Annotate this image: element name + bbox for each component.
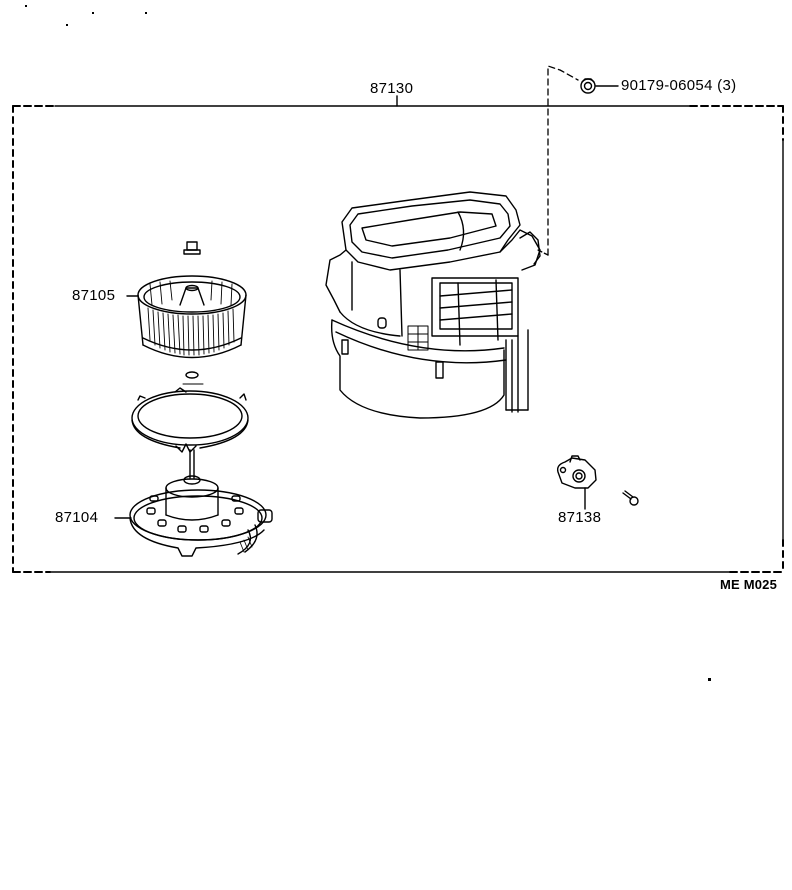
assembly-boundary <box>12 105 784 573</box>
blower-motor-drawing <box>129 449 273 557</box>
blower-housing-drawing <box>325 191 541 419</box>
assembly-label: 87130 <box>370 80 414 97</box>
fan-label: 87105 <box>72 287 116 304</box>
fastener-dashed-leader <box>547 65 579 256</box>
resistor-drawing <box>556 455 597 489</box>
fastener-label: 90179-06054 (3) <box>621 77 737 94</box>
reference-code: ME M025 <box>720 577 778 592</box>
gasket-ring-drawing <box>131 387 249 453</box>
motor-label: 87104 <box>55 509 99 526</box>
fan-wheel-drawing <box>137 241 247 385</box>
resistor-label: 87138 <box>558 509 602 526</box>
screw-drawing <box>622 490 639 506</box>
nut-icon <box>580 78 596 94</box>
scan-specks <box>25 5 711 681</box>
